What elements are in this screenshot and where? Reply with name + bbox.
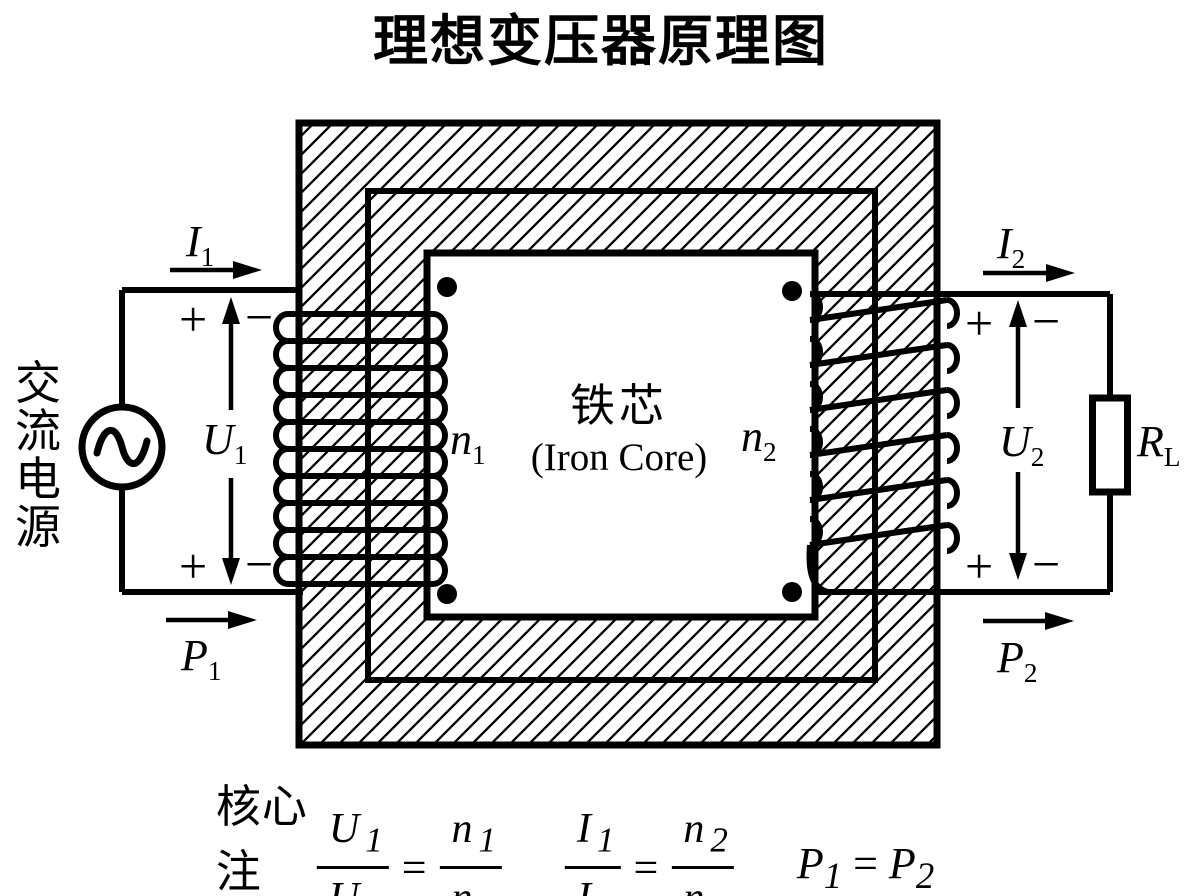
secondary-minus-bottom: − (1032, 536, 1061, 592)
secondary-coil (806, 291, 960, 595)
polarity-dot (782, 281, 802, 301)
secondary-turns-label: n2 (741, 412, 777, 467)
current-arrow-primary (170, 261, 262, 279)
power-arrow-secondary (983, 612, 1074, 630)
primary-minus-bottom: − (245, 536, 274, 592)
primary-minus-top: − (245, 289, 274, 345)
primary-current-label: I1 (186, 217, 215, 272)
page-title: 理想变压器原理图 (372, 11, 830, 72)
primary-power-label: P1 (181, 631, 222, 686)
polarity-dot (437, 277, 457, 297)
secondary-wire (812, 291, 1113, 595)
current-ratio-fraction: I1 I2 (565, 805, 621, 896)
ac-source-symbol (78, 403, 166, 491)
turns-ratio-fraction-2: n2 n1 (671, 805, 734, 896)
current-arrow-secondary (983, 264, 1075, 282)
polarity-dot (782, 582, 802, 602)
load-resistor-label: RL (1137, 417, 1181, 472)
equals-sign: = (633, 843, 659, 892)
load-resistor-symbol (1089, 394, 1131, 496)
voltage-arrow-primary (222, 297, 240, 585)
circuit-wires (119, 287, 1113, 595)
power-arrow-primary (166, 611, 257, 629)
secondary-plus-top: + (965, 295, 994, 351)
power-equality: P1 = P2 (796, 839, 935, 896)
secondary-power-label: P2 (997, 633, 1038, 688)
secondary-current-label: I2 (997, 219, 1026, 274)
polarity-dots (437, 277, 802, 604)
voltage-ratio-fraction: U1 U2 (316, 805, 389, 896)
primary-wire (119, 287, 303, 595)
core-lamination-rect (365, 188, 878, 683)
caption-formula-row: 核心注䌷： U1 U2 = n1 n2 ， I1 I2 = n2 n1 ， P1… (216, 770, 934, 896)
secondary-voltage-label: U2 (999, 417, 1045, 472)
flow-arrows (166, 261, 1075, 630)
equals-sign: = (401, 843, 427, 892)
core-label-en: (Iron Core) (530, 436, 708, 479)
primary-plus-bottom: + (179, 538, 208, 594)
comma: ， (742, 867, 788, 896)
secondary-minus-top: − (1032, 293, 1061, 349)
primary-coil (273, 311, 448, 587)
primary-voltage-label: U1 (202, 415, 248, 470)
core-window-rect (423, 249, 819, 621)
ac-sine-icon (93, 427, 151, 467)
polarity-dot (437, 584, 457, 604)
secondary-plus-bottom: + (965, 538, 994, 594)
primary-turns-label: n1 (450, 415, 486, 470)
core-label-zh: 铁芯 (569, 381, 669, 431)
primary-plus-top: + (179, 291, 208, 347)
voltage-arrow-secondary (1009, 300, 1027, 580)
ac-source-label: 交流电源 (15, 358, 61, 553)
comma: ， (511, 867, 557, 896)
caption-label: 核心注䌷： (215, 782, 308, 896)
turns-ratio-fraction-1: n1 n2 (439, 805, 503, 896)
